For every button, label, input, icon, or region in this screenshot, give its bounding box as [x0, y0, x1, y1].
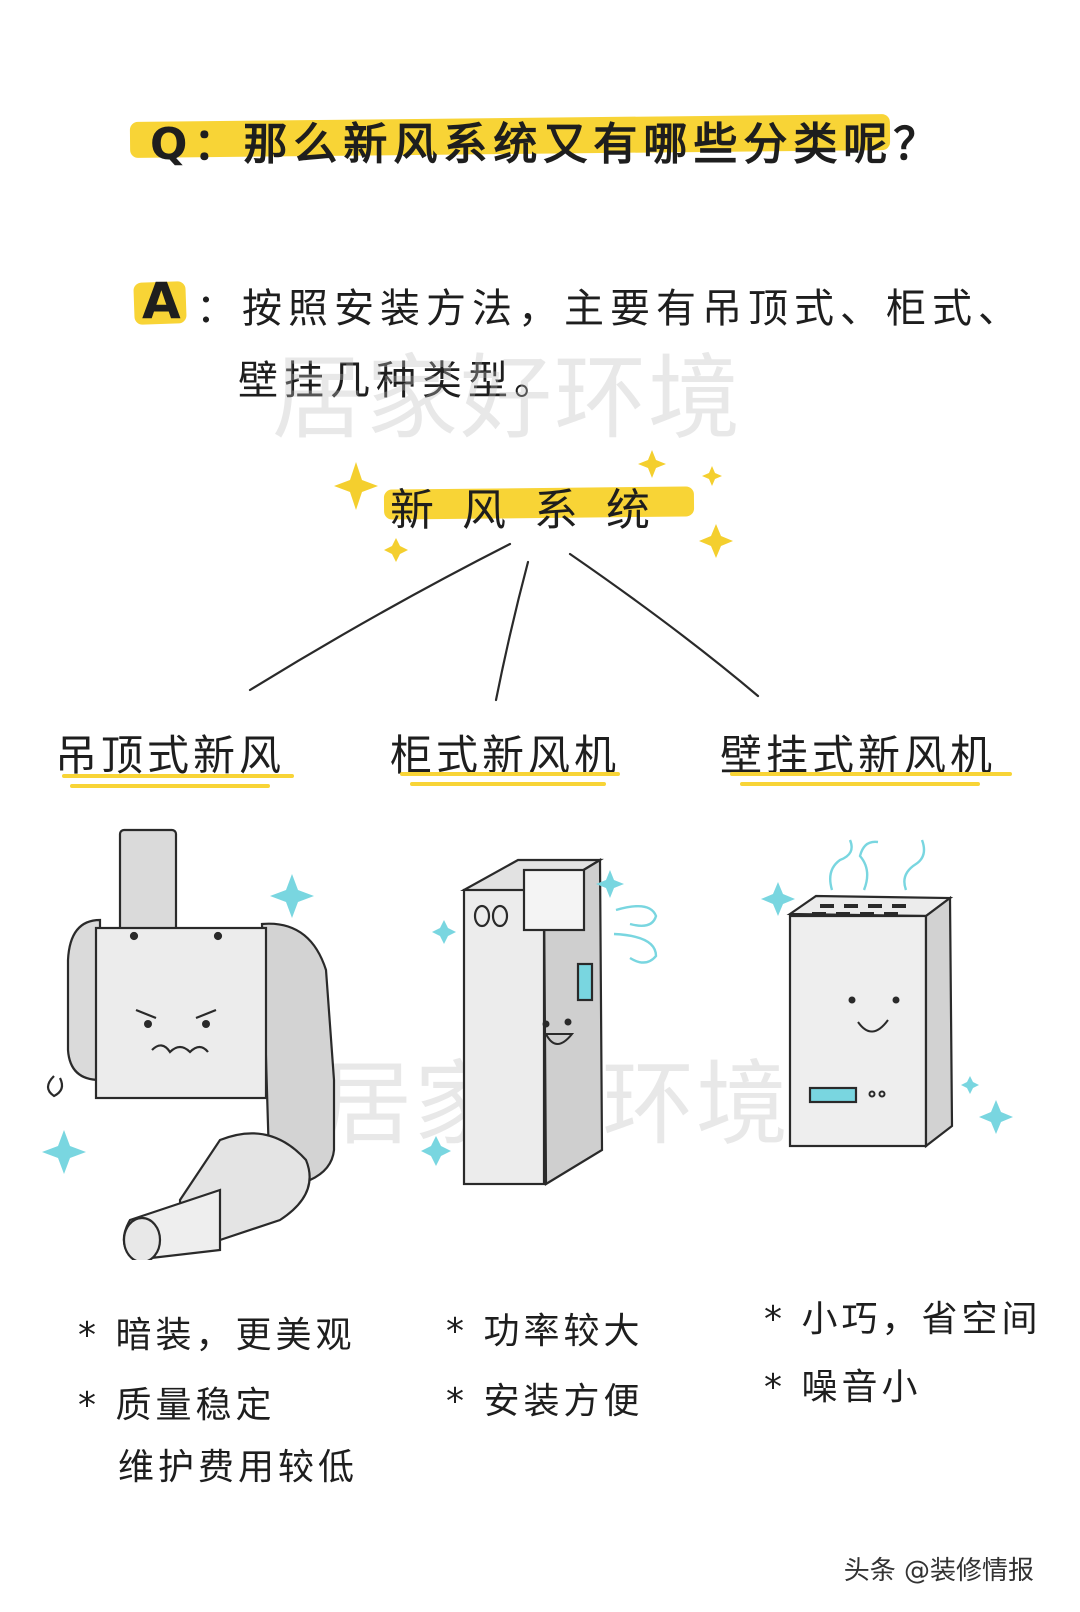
ceiling-unit-illustration — [42, 828, 336, 1260]
tree-line-left — [248, 542, 512, 692]
watermark-top: 居家好环境 — [272, 345, 743, 452]
cabinet-unit-illustration — [421, 858, 658, 1186]
feature-ceiling-3: 维护费用较低 — [118, 1447, 359, 1488]
sparkle-icon — [961, 1076, 979, 1094]
sparkle-icon — [702, 466, 722, 486]
sparkle-icon — [334, 462, 378, 510]
tree-line-middle — [494, 560, 530, 702]
tree-line-right — [568, 552, 760, 698]
feature-wall-2: * 噪音小 — [764, 1367, 922, 1408]
sparkle-icon — [979, 1100, 1013, 1134]
source-credit: 头条 @装修情报 — [843, 1556, 1034, 1586]
category-underline — [400, 772, 620, 776]
category-label-wall: 壁挂式新风机 — [720, 731, 997, 780]
answer-label: A — [142, 272, 181, 330]
tree-lines-svg — [248, 450, 760, 702]
category-underline — [410, 782, 606, 786]
category-underline — [70, 784, 270, 788]
wall-unit-illustration — [761, 839, 1013, 1149]
answer-line-2: 壁挂几种类型。 — [238, 358, 560, 404]
category-underline — [62, 774, 294, 778]
feature-cabinet-1: * 功率较大 — [446, 1311, 644, 1352]
sparkle-icon — [384, 538, 408, 562]
sparkle-icon — [638, 450, 666, 478]
sparkle-icon — [270, 874, 314, 918]
feature-ceiling-2: * 质量稳定 — [78, 1385, 276, 1426]
sparkle-icon — [699, 524, 733, 558]
sparkle-icons — [334, 450, 733, 562]
feature-cabinet-2: * 安装方便 — [446, 1381, 644, 1422]
category-underline — [730, 772, 1012, 776]
question-body: ：那么新风系统又有哪些分类呢？ — [193, 119, 944, 170]
answer-line-1: ：按照安装方法，主要有吊顶式、柜式、 — [196, 286, 1024, 332]
category-underline — [740, 782, 980, 786]
sparkle-icon — [421, 1136, 451, 1166]
sparkle-icon — [42, 1130, 86, 1174]
feature-wall-1: * 小巧，省空间 — [764, 1299, 1042, 1340]
feature-ceiling-1: * 暗装，更美观 — [78, 1315, 356, 1356]
question-text: Q：那么新风系统又有哪些分类呢？ — [150, 108, 943, 172]
category-label-ceiling: 吊顶式新风 — [55, 731, 286, 780]
sparkle-icon — [432, 920, 456, 944]
question-label: Q — [150, 119, 194, 170]
sparkle-icon — [761, 882, 795, 916]
category-label-cabinet: 柜式新风机 — [390, 731, 621, 780]
root-label: 新风系统 — [390, 485, 678, 536]
sparkle-icon — [596, 870, 624, 898]
